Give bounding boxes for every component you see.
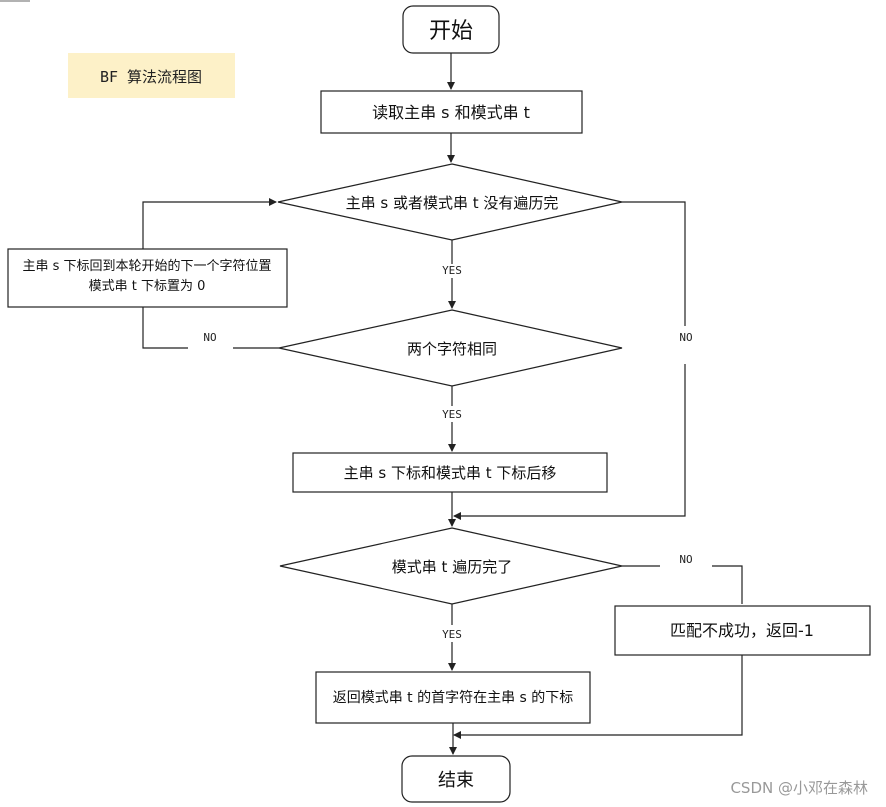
advance-shape	[292, 452, 608, 493]
start-node: 开始	[402, 5, 500, 54]
end-node: 结束	[401, 755, 511, 803]
start-label: 开始	[429, 19, 473, 44]
label-equal-yes: YES	[442, 408, 462, 421]
reset-label-line1: 主串 s 下标回到本轮开始的下一个字符位置	[22, 258, 271, 274]
label-loop-yes: YES	[442, 264, 462, 277]
edge-loop-no-bottom	[453, 364, 686, 520]
watermark: CSDN @小邓在森林	[730, 779, 868, 797]
read-label: 读取主串 s 和模式串 t	[372, 103, 530, 122]
t-done-label: 模式串 t 遍历完了	[392, 558, 512, 576]
advance-node: 主串 s 下标和模式串 t 下标后移	[292, 452, 608, 493]
end-label: 结束	[438, 770, 474, 791]
label-equal-no: NO	[203, 331, 216, 344]
edge-equal-no-left	[142, 307, 188, 349]
char-equal-label: 两个字符相同	[407, 340, 497, 358]
edge-loop-no-top	[622, 201, 686, 326]
edge-fail-to-end	[453, 655, 743, 739]
fail-shape	[614, 605, 871, 656]
reset-label-line2: 模式串 t 下标置为 0	[89, 279, 206, 294]
title-note-bg	[68, 53, 235, 98]
label-done-yes: YES	[442, 628, 462, 641]
reset-shape	[7, 248, 288, 308]
title-note: BF 算法流程图	[68, 53, 235, 98]
t-done-node: 模式串 t 遍历完了	[279, 527, 623, 605]
advance-label: 主串 s 下标和模式串 t 下标后移	[344, 464, 557, 482]
fail-node: 匹配不成功，返回-1	[614, 605, 871, 656]
return-index-label: 返回模式串 t 的首字符在主串 s 的下标	[333, 690, 574, 706]
fail-label: 匹配不成功，返回-1	[670, 621, 814, 640]
read-node: 读取主串 s 和模式串 t	[320, 90, 583, 134]
loop-check-node: 主串 s 或者模式串 t 没有遍历完	[277, 163, 623, 241]
loop-check-label: 主串 s 或者模式串 t 没有遍历完	[346, 194, 559, 212]
end-shape	[401, 755, 511, 803]
edge-done-no-right	[712, 565, 743, 604]
title-note-text: BF 算法流程图	[100, 68, 202, 86]
label-done-no: NO	[679, 553, 692, 566]
edge-reset-to-loop-check	[142, 198, 277, 249]
label-loop-no: NO	[679, 331, 692, 344]
char-equal-node: 两个字符相同	[278, 309, 623, 387]
reset-node: 主串 s 下标回到本轮开始的下一个字符位置 模式串 t 下标置为 0	[7, 248, 288, 308]
return-index-node: 返回模式串 t 的首字符在主串 s 的下标	[315, 671, 591, 724]
